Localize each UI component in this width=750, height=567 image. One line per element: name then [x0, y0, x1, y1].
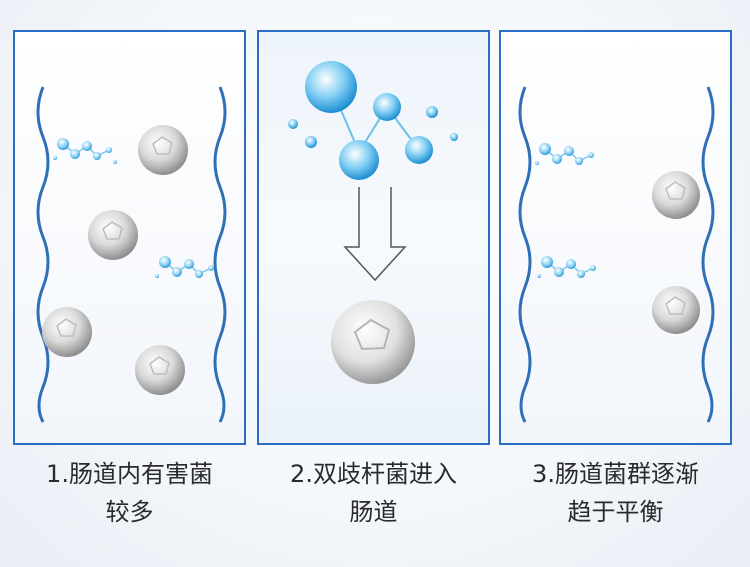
step-caption-2: 2.双歧杆菌进入 肠道 [257, 455, 490, 531]
panel-flora-balance [499, 30, 732, 445]
good-bacteria-cluster [535, 143, 594, 165]
good-bacteria-cluster [155, 256, 214, 278]
harmful-bacterium [42, 307, 92, 357]
intestine-wall-right [213, 86, 227, 423]
good-bacteria-cluster [53, 138, 117, 164]
intestine-wall-left [518, 86, 532, 423]
caption-line: 肠道 [349, 498, 398, 526]
intestine-wall-right [701, 86, 715, 423]
caption-line: 3.肠道菌群逐渐 [532, 460, 699, 488]
harmful-bacterium [135, 345, 185, 395]
panel-bifidobacteria-enter [257, 30, 490, 445]
panel-2-illustration [288, 61, 458, 384]
harmful-bacterium [652, 286, 700, 334]
harmful-bacterium [652, 171, 700, 219]
down-arrow-icon [343, 187, 407, 282]
caption-line: 2.双歧杆菌进入 [290, 460, 457, 488]
harmful-bacterium [88, 210, 138, 260]
panel-1-illustration [36, 86, 227, 423]
panel-harmful-bacteria [13, 30, 246, 445]
intestine-wall-left [36, 86, 50, 423]
step-caption-3: 3.肠道菌群逐渐 趋于平衡 [499, 455, 732, 531]
caption-line: 较多 [105, 498, 154, 526]
step-caption-1: 1.肠道内有害菌 较多 [13, 455, 246, 531]
bacterium-large [331, 300, 415, 384]
good-bacteria-cluster [537, 256, 596, 278]
caption-line: 趋于平衡 [567, 498, 664, 526]
bifidobacteria-molecule [288, 61, 458, 180]
panel-3-illustration [518, 86, 715, 423]
caption-line: 1.肠道内有害菌 [46, 460, 213, 488]
harmful-bacterium [138, 125, 188, 175]
